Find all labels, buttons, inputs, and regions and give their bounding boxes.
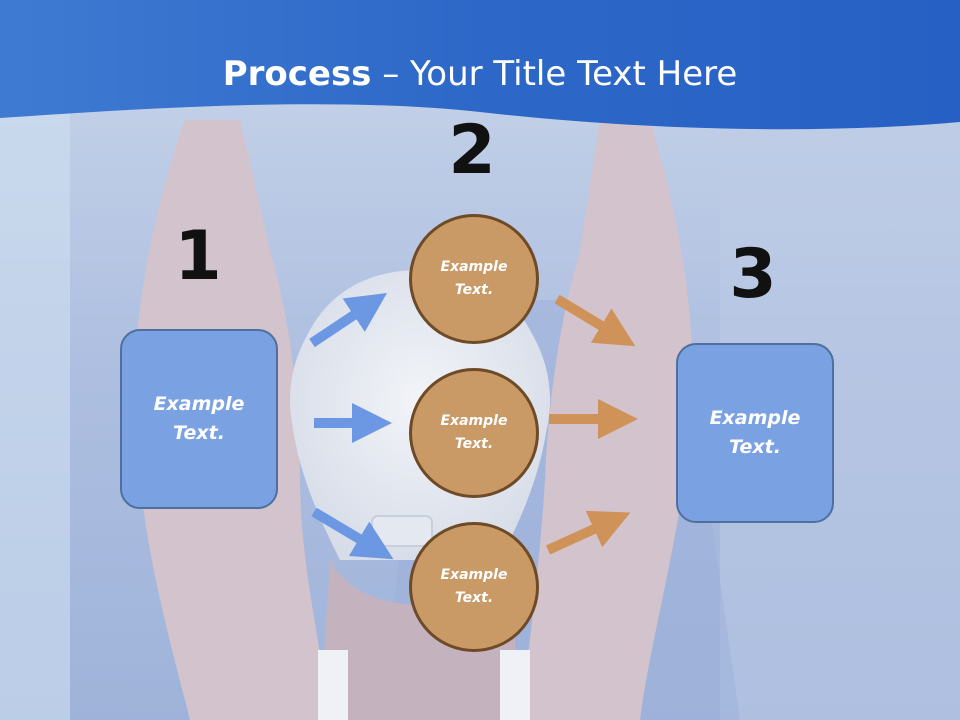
arrow-in-top <box>309 293 387 348</box>
arrow-out-top <box>554 294 636 347</box>
step-number-1: 1 <box>174 217 222 296</box>
step-number-2: 2 <box>448 111 496 190</box>
step-number-3: 3 <box>729 235 777 314</box>
circle-top[interactable]: Example Text. <box>409 214 539 344</box>
circle-bottom-text: Example Text. <box>440 567 508 606</box>
step-3-box[interactable]: Example Text. <box>676 343 834 523</box>
slide-title: Process – Your Title Text Here <box>0 52 960 96</box>
circle-bottom[interactable]: Example Text. <box>409 522 539 652</box>
circle-middle[interactable]: Example Text. <box>409 368 539 498</box>
arrow-in-bottom <box>311 507 394 560</box>
title-bold: Process <box>222 54 372 94</box>
step-1-box[interactable]: Example Text. <box>120 329 278 509</box>
arrow-out-bottom <box>545 510 631 555</box>
step-1-box-text: Example Text. <box>153 393 245 444</box>
circle-middle-text: Example Text. <box>440 413 508 452</box>
title-rest: – Your Title Text Here <box>371 54 738 94</box>
step-3-box-text: Example Text. <box>709 407 801 458</box>
circle-top-text: Example Text. <box>440 259 508 298</box>
